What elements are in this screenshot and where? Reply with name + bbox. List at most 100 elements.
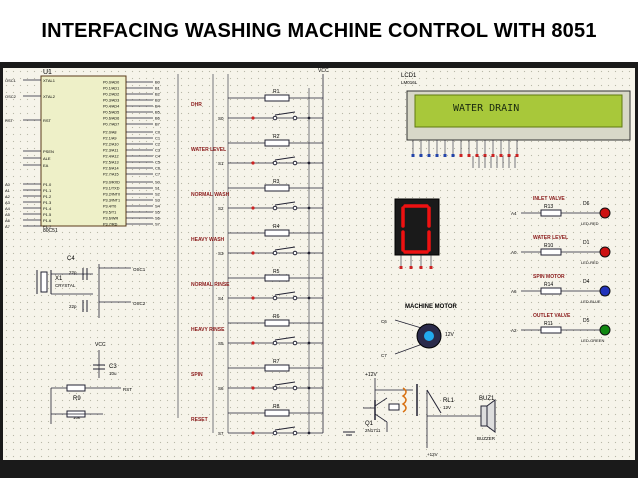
mcu-left-net: A3 <box>5 200 11 205</box>
mcu-right-pin: P3.4/T0 <box>103 205 116 209</box>
mcu-right-net: B5 <box>155 110 161 115</box>
reset-vcc-label: VCC <box>95 342 106 348</box>
mcu-left-pin: P1.4 <box>43 206 52 211</box>
led-ref: D5 <box>583 318 590 324</box>
mcu-left-pin: RST <box>43 118 52 123</box>
mcu-right-net: S3 <box>155 198 161 203</box>
mcu-right-pin: P0.1/AD1 <box>103 87 119 91</box>
reset-cap-ref: C3 <box>109 364 117 370</box>
mcu-right-net: B6 <box>155 116 161 121</box>
mcu-left-pin: P1.7 <box>43 224 52 229</box>
mcu-left-pin: P1.0 <box>43 182 52 187</box>
cap-c4-ref: C4 <box>67 256 75 262</box>
mcu-right-net: S0 <box>155 180 161 185</box>
mcu-left-pin: P1.3 <box>43 200 52 205</box>
mcu-left-pin: EA <box>43 163 49 168</box>
mcu-right-net: S5 <box>155 210 161 215</box>
motor-label: MACHINE MOTOR <box>405 304 458 310</box>
page-title: INTERFACING WASHING MACHINE CONTROL WITH… <box>41 19 597 42</box>
led-ref: D1 <box>583 240 590 246</box>
mcu-right-pin: P2.0/A8 <box>103 131 117 135</box>
relay-val: 12V <box>443 405 451 410</box>
mcu-right-net: B4 <box>155 104 161 109</box>
mcu-left-net: A6 <box>5 218 11 223</box>
switch-net: S7 <box>218 431 224 436</box>
reset-res-ref: R9 <box>73 396 81 402</box>
mcu-right-pin: P0.5/AD5 <box>103 111 119 115</box>
mcu-right-pin: P0.6/AD6 <box>103 117 119 121</box>
mcu-left-net: OSC2 <box>5 94 17 99</box>
led-resistor-ref: R13 <box>544 204 553 210</box>
mcu-left-net: OSC1 <box>5 78 17 83</box>
led-ref: D4 <box>583 279 590 285</box>
switch-normal-wash[interactable]: NORMAL WASH S2 R3 <box>191 179 323 211</box>
mcu-right-pin: P2.3/A11 <box>103 149 118 153</box>
mcu-right-net: B0 <box>155 80 161 85</box>
osc2-net: OSC2 <box>133 301 146 306</box>
cap-c5-val: 22p <box>69 304 77 309</box>
mcu-right-pin: P0.7/AD7 <box>103 123 119 127</box>
mcu-left-pin: P1.5 <box>43 212 52 217</box>
mcu-right-net: B3 <box>155 98 161 103</box>
mcu-right-net: S2 <box>155 192 161 197</box>
crystal-ref: X1 <box>55 276 63 282</box>
led-label: SPIN MOTOR <box>533 274 565 280</box>
lcd-display[interactable]: LCD1 LM016L WATER DRAIN <box>401 73 631 168</box>
lcd-text: WATER DRAIN <box>453 103 519 114</box>
transistor-part: 2N1711 <box>365 428 381 433</box>
mcu-right-pin: P3.3/INT1 <box>103 199 120 203</box>
switch-label: NORMAL WASH <box>191 192 230 198</box>
seven-segment-display[interactable]: 0 <box>394 198 449 269</box>
led-part: LED-RED <box>581 260 599 265</box>
mcu-right-pin: P3.2/INT0 <box>103 193 120 197</box>
mcu-80c51[interactable]: U1 80C51 XTAL1OSC1XTAL2OSC2RSTRSTPSENALE… <box>5 69 161 234</box>
switch-resistor-ref: R3 <box>273 179 280 185</box>
switch-label: SPIN <box>191 372 203 378</box>
reset-circuit[interactable]: VCC C3 10u R9 10k RST <box>50 342 132 424</box>
led-ref: D6 <box>583 201 590 207</box>
relay-bottom-supply: +12V <box>427 452 438 457</box>
mcu-right-net: S4 <box>155 204 161 209</box>
relay-ref: RL1 <box>443 398 455 404</box>
mcu-right-net: B1 <box>155 86 161 91</box>
led-net: A6 <box>511 289 517 294</box>
led-part: LED-RED <box>581 221 599 226</box>
switch-resistor-ref: R5 <box>273 269 280 275</box>
mcu-right-pin: P0.4/AD4 <box>103 105 119 109</box>
mcu-right-pin: P2.4/A12 <box>103 155 119 159</box>
mcu-right-net: S6 <box>155 216 161 221</box>
switch-net: S2 <box>218 206 224 211</box>
led-resistor-ref: R10 <box>544 243 553 249</box>
machine-motor[interactable]: MACHINE MOTOR C6 C7 12V <box>381 304 458 358</box>
mcu-right-net: C5 <box>155 160 161 165</box>
relay-buzzer-circuit[interactable]: +12V RL1 12V +12V BUZ1 BUZZER Q1 2N1711 <box>343 372 496 457</box>
mcu-right-pin: P2.7/A15 <box>103 173 119 177</box>
mcu-right-net: B7 <box>155 122 161 127</box>
switch-label: HEAVY WASH <box>191 237 225 243</box>
switch-net: S5 <box>218 341 224 346</box>
mcu-right-pin: P0.3/AD3 <box>103 99 119 103</box>
led-part: LED-GREEN <box>581 338 604 343</box>
seven-seg-digit: 0 <box>448 227 449 229</box>
mcu-right-net: C4 <box>155 154 161 159</box>
switch-net: S6 <box>218 386 224 391</box>
crystal-circuit[interactable]: X1 CRYSTAL C4 22p 22p OSC1 OSC2 <box>36 256 146 318</box>
led-resistor-ref: R11 <box>544 321 553 327</box>
mcu-right-net: C7 <box>155 172 161 177</box>
motor-in2: C7 <box>381 353 387 358</box>
mcu-left-net: A1 <box>5 188 11 193</box>
mcu-right-pin: P2.5/A13 <box>103 161 119 165</box>
switch-resistor-ref: R8 <box>273 404 280 410</box>
switch-resistor-ref: R6 <box>273 314 280 320</box>
